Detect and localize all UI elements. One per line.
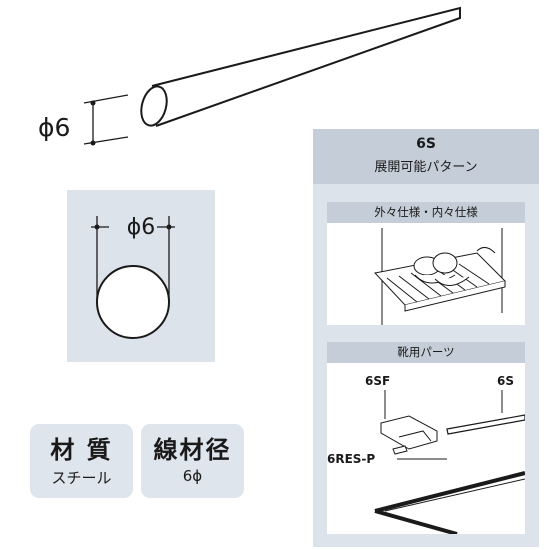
material-spec-box: 材 質 スチール (30, 424, 133, 498)
pattern-title: 展開可能パターン (374, 160, 478, 175)
cross-section-diagram: ϕ6 (91, 215, 175, 339)
rod-illustration: ϕ6 (38, 6, 461, 146)
wire-diameter-value: 6ϕ (182, 467, 203, 485)
pattern-code: 6S (416, 136, 436, 152)
wire-diameter-spec-box: 線材径 6ϕ (141, 424, 244, 498)
part-label-6s: 6S (497, 374, 514, 388)
part-label-6res-p: 6RES-P (327, 452, 376, 466)
wire-cross-section-circle (96, 265, 170, 339)
expandable-pattern-panel: 6S 展開可能パターン 外々仕様・内々仕様 (313, 129, 539, 547)
material-value: スチール (51, 469, 112, 487)
rod-body (140, 6, 461, 127)
material-title: 材 質 (50, 436, 113, 464)
pattern-header: 6S 展開可能パターン (313, 129, 539, 184)
rod-diameter-label: ϕ6 (38, 113, 70, 142)
shoe-parts-figure: 6SF 6S 6RES-P (327, 363, 525, 534)
cross-section-panel: ϕ6 (67, 190, 215, 362)
shoe-rack-illustration (374, 228, 506, 325)
shoe-rack-figure (327, 223, 525, 325)
cross-section-diameter-label: ϕ6 (127, 215, 156, 240)
wire-diameter-title: 線材径 (153, 436, 232, 464)
part-label-6sf: 6SF (365, 374, 391, 388)
section-shoe-parts-label: 靴用パーツ (327, 342, 525, 363)
section-outer-inner-label: 外々仕様・内々仕様 (327, 202, 525, 223)
shoe-parts-illustration (374, 390, 525, 534)
